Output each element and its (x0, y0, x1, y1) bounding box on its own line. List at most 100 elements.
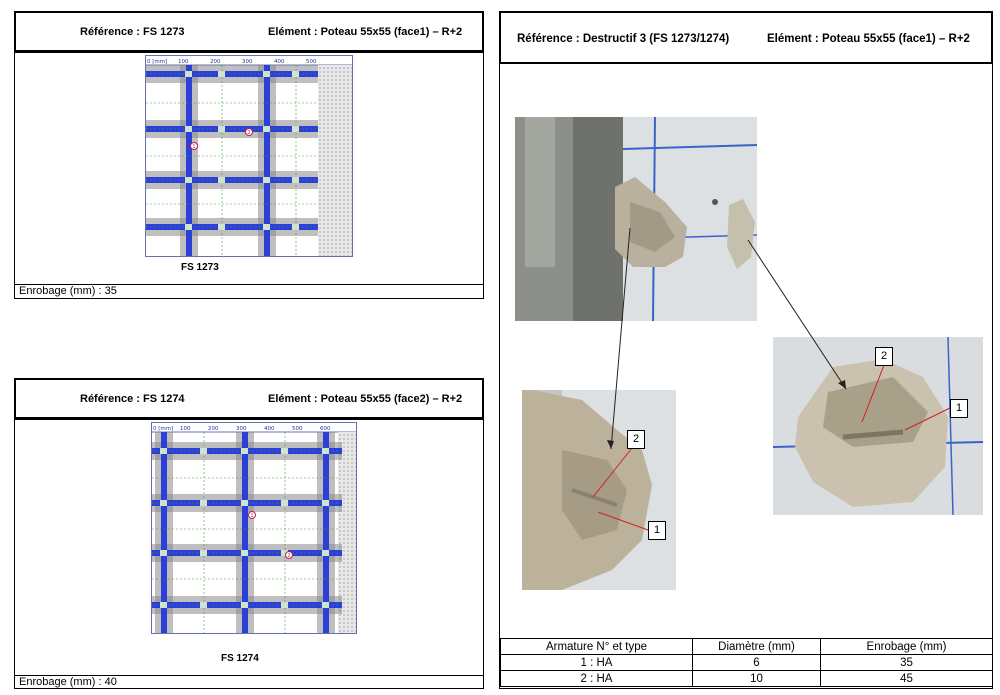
scan-dot (339, 522, 341, 524)
scan-dot (343, 167, 345, 169)
scan-dot (323, 183, 325, 185)
scan-dot (339, 79, 341, 81)
detection-mark (185, 177, 192, 183)
scan-dot (343, 614, 345, 616)
scan-dot (343, 446, 345, 448)
scan-dot (319, 179, 321, 181)
scan-dot (351, 558, 353, 560)
scan-dot (343, 514, 345, 516)
scan-dot (331, 107, 333, 109)
scan-dot (319, 135, 321, 137)
table-row: 2 : HA 10 45 (500, 670, 993, 687)
scan-dot (331, 159, 333, 161)
scan-dot (339, 91, 341, 93)
scan-dot (347, 530, 349, 532)
scan-dot (351, 67, 352, 69)
scan-dot (343, 590, 345, 592)
scan-dot (355, 618, 356, 620)
scan-dot (331, 219, 333, 221)
scan-dot (351, 630, 353, 632)
scan-dot (343, 227, 345, 229)
scan-dot (335, 139, 337, 141)
zoom-photo-left (522, 390, 676, 590)
scan-dot (331, 131, 333, 133)
scan-dot (335, 79, 337, 81)
scan-dot (343, 586, 345, 588)
reference-label: Référence : FS 1274 (80, 393, 185, 405)
scan-dot (343, 127, 345, 129)
scan-dot (319, 219, 321, 221)
scan-dot (343, 538, 345, 540)
scan-dot (347, 490, 349, 492)
scan-dot (347, 219, 349, 221)
scan-dot (319, 207, 321, 209)
scan-dot (339, 211, 341, 213)
scan-dot (335, 187, 337, 189)
scan-dot (347, 494, 349, 496)
scan-dot (351, 95, 352, 97)
scan-dot (323, 147, 325, 149)
scan-dot (347, 510, 349, 512)
scan-dot (347, 462, 349, 464)
scan-dot (323, 91, 325, 93)
scan-dot (355, 594, 356, 596)
scan-dot (323, 131, 325, 133)
scan-dot (323, 111, 325, 113)
scan-dot (351, 438, 353, 440)
scan-dot (351, 127, 352, 129)
scan-dot (339, 219, 341, 221)
scan-dot (351, 203, 352, 205)
scan-dot (347, 119, 349, 121)
scan-dot (351, 482, 353, 484)
scan-dot (327, 163, 329, 165)
detection-mark (322, 448, 329, 454)
scan-dot (339, 111, 341, 113)
table-header: Armature N° et type (500, 638, 693, 655)
scan-dot (339, 486, 341, 488)
scan-dot (355, 470, 356, 472)
detection-mark (292, 126, 299, 132)
scan-dot (351, 167, 352, 169)
scan-dot (335, 103, 337, 105)
scan-dot (331, 67, 333, 69)
scan-dot (335, 239, 337, 241)
scan-dot (355, 622, 356, 624)
scan-dot (327, 103, 329, 105)
scan-dot (327, 83, 329, 85)
scan-dot (335, 231, 337, 233)
scan-dot (339, 590, 341, 592)
scan-dot (347, 618, 349, 620)
scan-dot (343, 119, 345, 121)
scan-dot (351, 151, 352, 153)
scan-dot (339, 75, 341, 77)
scan-dot (327, 171, 329, 173)
scan-dot (335, 195, 337, 197)
scan-dot (335, 71, 337, 73)
scan-dot (351, 578, 353, 580)
scan-dot (339, 574, 341, 576)
scan-dot (323, 175, 325, 177)
scan-dot (335, 159, 337, 161)
scan-dot (339, 223, 341, 225)
scan-dot (323, 155, 325, 157)
scan-dot (339, 578, 341, 580)
scan-dot (327, 247, 329, 249)
scan-dot (323, 223, 325, 225)
scan-dot (327, 175, 329, 177)
scan-dot (347, 239, 349, 241)
scan-dot (331, 211, 333, 213)
scan-dot (343, 87, 345, 89)
scan-dot (335, 87, 337, 89)
scan-dot (323, 207, 325, 209)
scan-dot (339, 462, 341, 464)
scan-dot (323, 231, 325, 233)
scan-dot (323, 71, 325, 73)
scan-dot (351, 143, 352, 145)
scan-dot (327, 143, 329, 145)
scan-dot (339, 251, 341, 253)
detection-mark (241, 602, 248, 608)
detection-mark (185, 126, 192, 132)
scan-dot (347, 183, 349, 185)
scan-dot (343, 111, 345, 113)
